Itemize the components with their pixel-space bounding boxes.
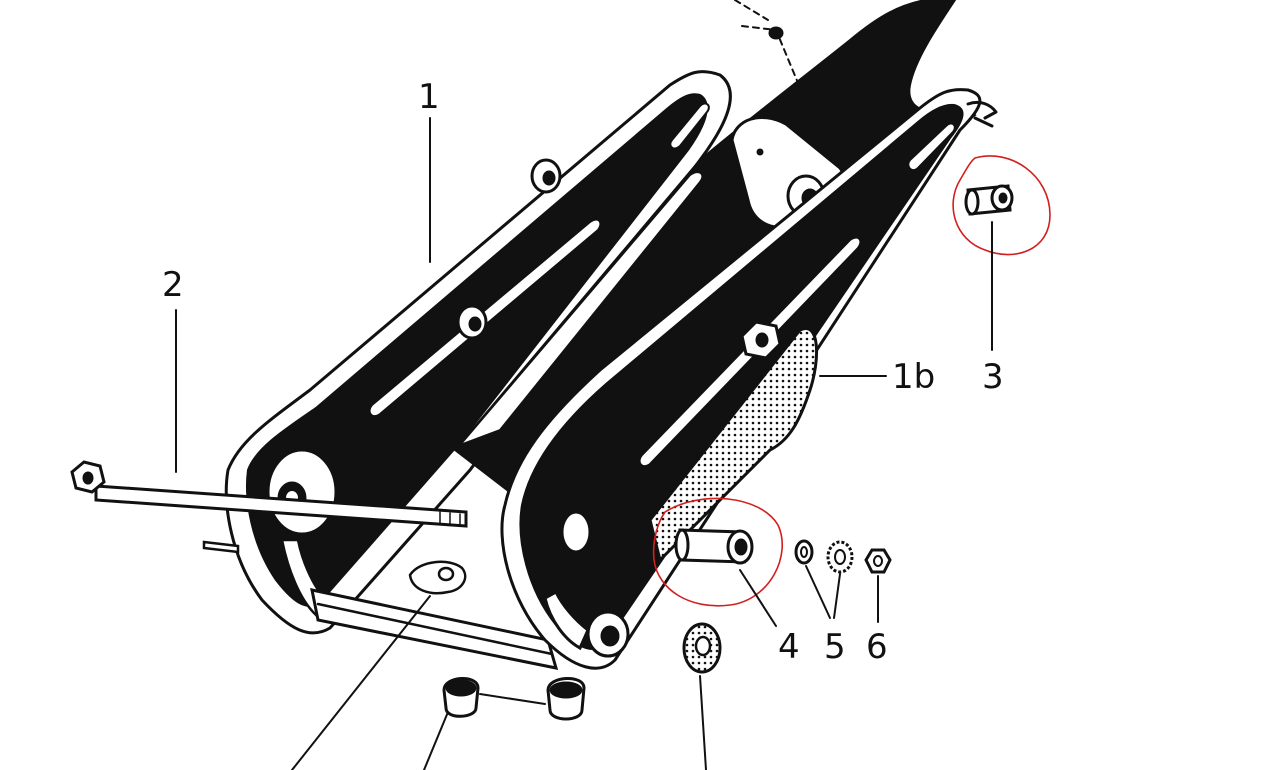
nut-part-6 [864,548,892,574]
leader-lines [175,117,993,770]
lower-bushes [442,676,586,721]
callout-label-1b: 1b [892,357,935,397]
callout-label-2: 2 [162,265,184,305]
highlight-circle-part-3 [952,155,1051,256]
callout-labels: 1 1b 2 3 4 5 6 [162,77,1004,667]
spacer-part-3 [952,155,1051,256]
cross-tube [310,560,559,670]
callout-label-6: 6 [866,627,888,667]
callout-label-4: 4 [778,627,800,667]
rubber-washer [682,622,722,674]
callout-label-5: 5 [824,627,846,667]
callout-label-1: 1 [418,77,440,117]
chain-guard [648,326,819,563]
highlight-circle-part-4 [652,497,783,607]
washers-part-5 [794,539,854,574]
callout-label-3: 3 [982,357,1004,397]
spindle-bolt [70,460,468,554]
right-swingarm-arm [500,88,998,670]
bush-part-4 [652,497,783,607]
